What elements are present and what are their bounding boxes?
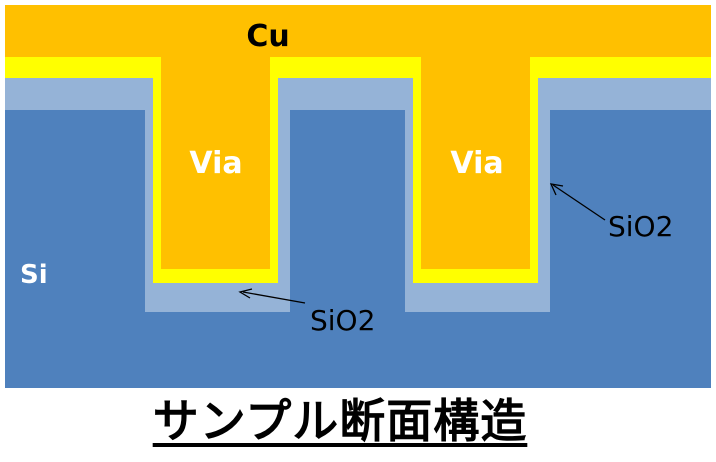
via-left-label: Via [189,146,242,181]
cu-label: Cu [246,19,289,54]
diagram-caption: サンプル断面構造 [0,385,680,451]
barrier-top-layer [5,57,711,78]
via-right-label: Via [450,146,503,181]
sio2-bottom-label: SiO2 [310,304,375,337]
sio2-top-layer [5,78,711,110]
cu-via-right [421,57,530,269]
cu-via-left [161,57,270,269]
arrow-sio2-bottom [238,288,306,304]
cu-top-layer [5,5,711,57]
si-label: Si [20,260,48,290]
arrow-sio2-right [549,183,606,221]
si-substrate [5,110,711,388]
caption-text: サンプル断面構造 [152,394,528,448]
sio2-right-label: SiO2 [608,210,673,243]
